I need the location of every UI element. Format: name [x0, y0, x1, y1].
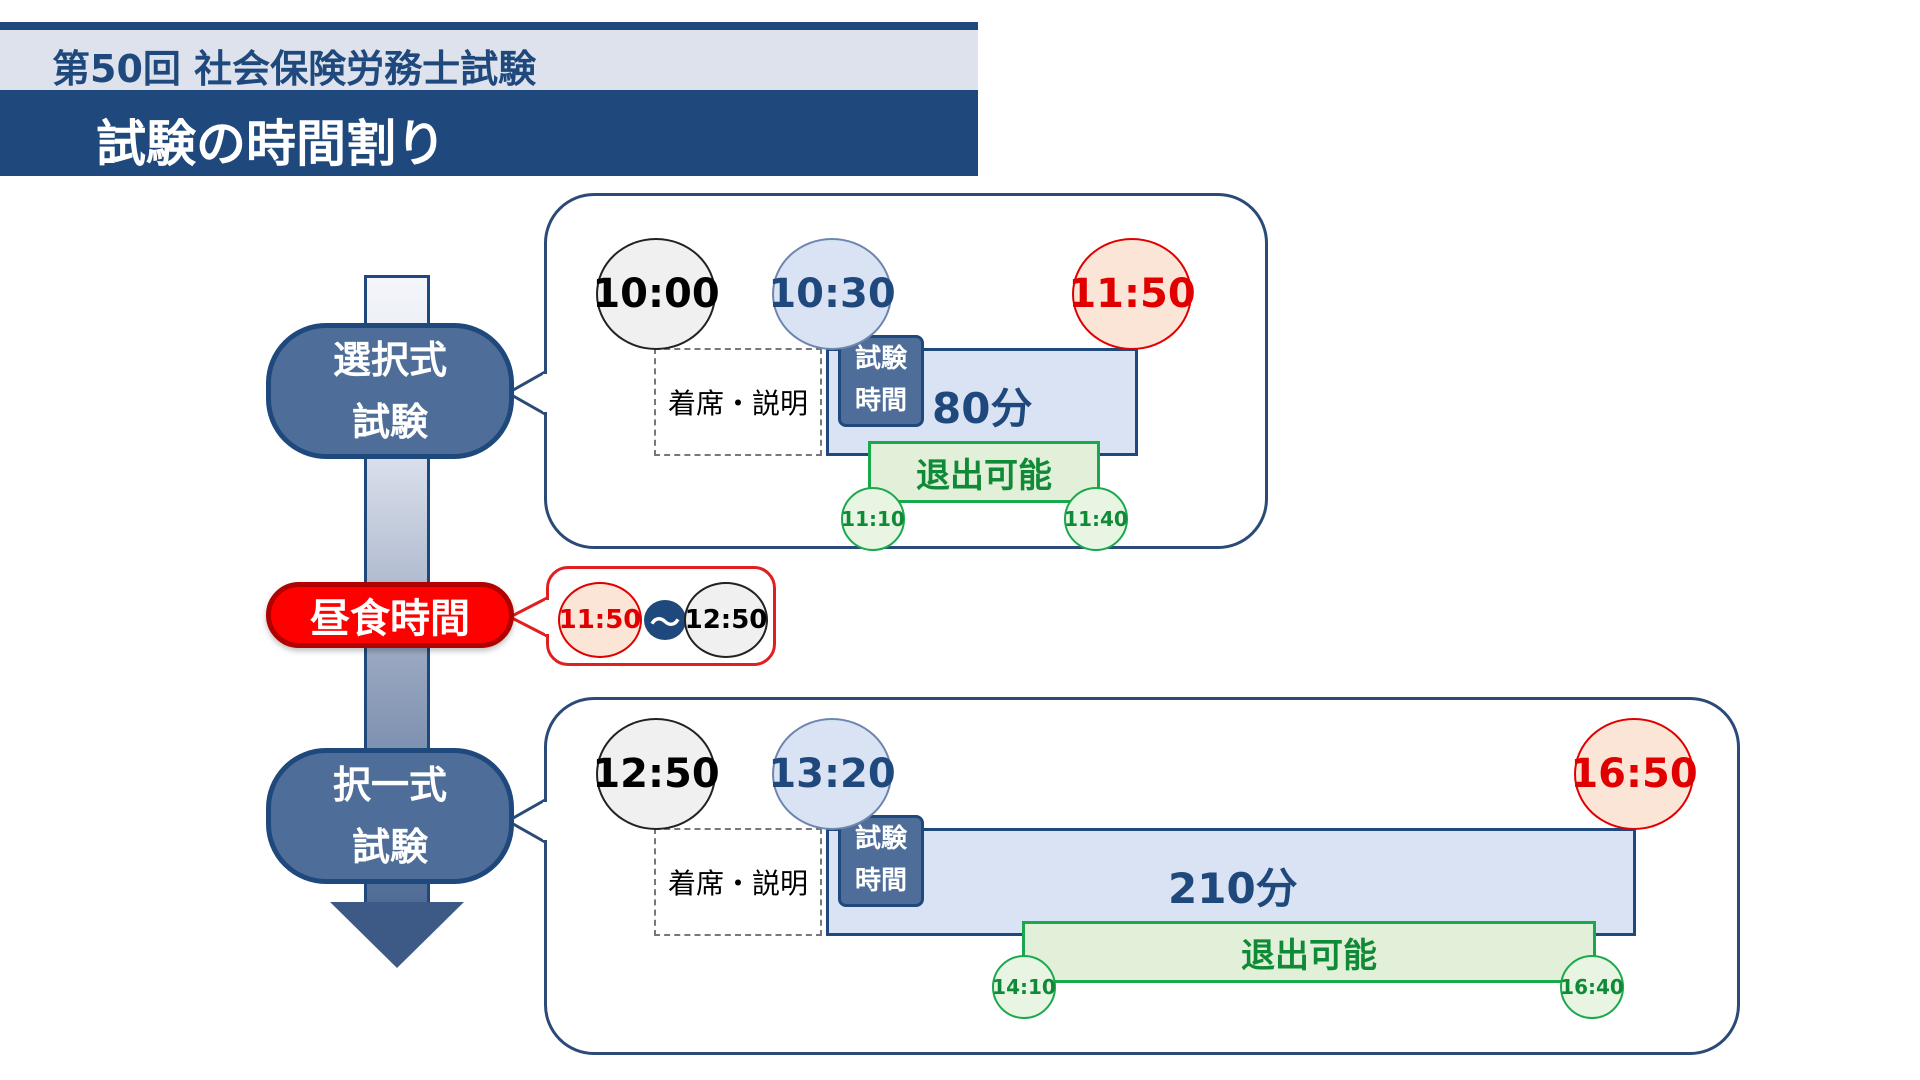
lunch-end-time: 12:50 [684, 605, 768, 635]
choice-exam-pill: 選択式 試験 [266, 323, 514, 459]
exam-name: 第50回 社会保険労務士試験 [52, 47, 537, 91]
title-band: 試験の時間割り [0, 90, 978, 176]
multiple-end-circle: 16:50 [1570, 718, 1698, 830]
page-title: 試験の時間割り [96, 115, 446, 173]
choice-exam-line2: 試験 [351, 400, 428, 444]
multiple-exit-start: 14:10 [992, 975, 1056, 999]
lunch-callout-pointer [506, 596, 548, 638]
choice-exam-line1: 選択式 [332, 338, 447, 382]
multiple-exam-line1: 択一式 [332, 763, 447, 807]
lunch-start-circle: 11:50 [558, 582, 642, 658]
lunch-pill: 昼食時間 [266, 582, 514, 648]
multiple-seating-label: 着席・説明 [667, 867, 808, 900]
lunch-label: 昼食時間 [310, 596, 470, 642]
choice-exam-label-2: 時間 [854, 386, 907, 416]
multiple-exam-start-time: 13:20 [768, 751, 896, 797]
multiple-exam-pill: 択一式 試験 [266, 748, 514, 884]
choice-start-time: 10:00 [592, 271, 720, 317]
choice-exit-end-circle: 11:40 [1064, 487, 1128, 551]
multiple-exit-label: 退出可能 [1241, 935, 1377, 976]
multiple-duration: 210分 [1168, 864, 1298, 913]
multiple-exam-time-label: 試験 時間 [838, 815, 924, 907]
choice-exam-label-1: 試験 [854, 344, 907, 374]
tilde-icon: ～ [644, 600, 686, 641]
multiple-start-time: 12:50 [592, 751, 720, 797]
choice-exit-bar: 退出可能 [868, 441, 1100, 503]
multiple-end-time: 16:50 [1570, 751, 1698, 797]
header-band: 第50回 社会保険労務士試験 [0, 22, 978, 91]
choice-exam-start-time: 10:30 [768, 271, 896, 317]
multiple-start-circle: 12:50 [592, 718, 720, 830]
multiple-pointer-mask [543, 802, 549, 840]
multiple-exit-bar: 退出可能 [1022, 921, 1596, 983]
multiple-exit-start-circle: 14:10 [992, 955, 1056, 1019]
choice-exit-start-circle: 11:10 [841, 487, 905, 551]
lunch-start-time: 11:50 [558, 605, 642, 635]
multiple-exam-label-2: 時間 [854, 866, 907, 896]
multiple-exam-start-circle: 13:20 [768, 718, 896, 830]
choice-seating-box: 着席・説明 [654, 348, 822, 456]
choice-end-circle: 11:50 [1068, 238, 1196, 350]
lunch-tilde: ～ [650, 606, 680, 641]
flow-arrow-head [330, 902, 464, 968]
lunch-end-circle: 12:50 [684, 582, 768, 658]
choice-exit-start: 11:10 [841, 507, 905, 531]
choice-exit-end: 11:40 [1064, 507, 1128, 531]
choice-pointer-mask [543, 374, 549, 412]
multiple-exam-label-1: 試験 [854, 824, 907, 854]
multiple-exam-line2: 試験 [351, 825, 428, 869]
choice-exit-label: 退出可能 [916, 455, 1052, 496]
multiple-exit-end-circle: 16:40 [1560, 955, 1624, 1019]
multiple-seating-box: 着席・説明 [654, 828, 822, 936]
multiple-exit-end: 16:40 [1560, 975, 1624, 999]
choice-exam-start-circle: 10:30 [768, 238, 896, 350]
choice-seating-label: 着席・説明 [667, 387, 808, 420]
choice-exam-time-label: 試験 時間 [838, 335, 924, 427]
choice-start-circle: 10:00 [592, 238, 720, 350]
choice-end-time: 11:50 [1068, 271, 1196, 317]
lunch-pointer-mask [545, 600, 551, 634]
choice-duration: 80分 [932, 384, 1033, 433]
